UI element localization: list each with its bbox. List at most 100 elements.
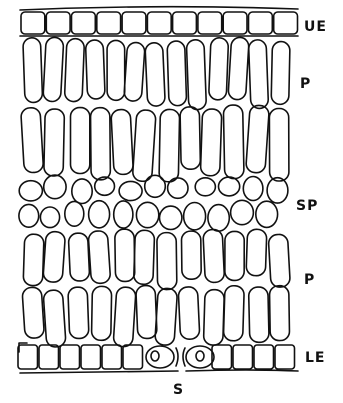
spongy-cell <box>40 207 59 228</box>
spongy-cell <box>160 206 182 229</box>
palisade-cell <box>248 40 268 109</box>
palisade-cell <box>145 42 165 106</box>
palisade-cell <box>71 108 90 174</box>
palisade-cell <box>90 108 110 180</box>
palisade-cell <box>271 41 290 104</box>
palisade-cell <box>167 41 187 106</box>
lower-epidermis-cell <box>254 345 274 369</box>
palisade-cell <box>203 289 224 345</box>
lower-epidermis-cell <box>275 345 295 369</box>
palisade-cell <box>155 288 178 346</box>
spongy-cell <box>65 201 84 226</box>
spongy-cell <box>168 178 188 198</box>
spongy-cell <box>136 202 158 227</box>
upper-epidermis-cell <box>223 12 247 34</box>
spongy-cell <box>231 200 254 224</box>
palisade-cell <box>269 108 289 181</box>
palisade-cell <box>225 231 244 280</box>
spongy-cell <box>89 201 110 228</box>
upper-epidermis-cell <box>46 12 70 34</box>
spongy-cell <box>114 201 133 228</box>
palisade-cell <box>223 105 244 179</box>
spongy-cell <box>208 205 229 232</box>
upper-epidermis-cell <box>249 12 273 34</box>
palisade-cell <box>181 231 201 279</box>
palisade-cell <box>21 107 44 173</box>
lower-epidermis-cell <box>212 345 232 369</box>
stoma-pore-edge <box>183 348 185 366</box>
palisade-cell <box>23 234 44 286</box>
palisade-cell <box>209 38 229 101</box>
palisade-cell <box>43 231 66 283</box>
upper-epidermis-cell <box>147 12 171 34</box>
label-palisade-lower: P <box>304 273 315 287</box>
palisade-cell <box>22 287 45 339</box>
upper-epidermis-cell <box>72 12 96 34</box>
label-stoma: S <box>173 383 184 397</box>
palisade-cell <box>178 287 200 340</box>
palisade-cell <box>134 230 155 285</box>
palisade-cell <box>249 287 270 343</box>
label-lower-epidermis: LE <box>305 351 325 365</box>
guard-cell-left <box>146 346 174 368</box>
palisade-cell <box>132 110 156 182</box>
palisade-cell <box>68 233 90 282</box>
palisade-cell <box>68 287 89 339</box>
palisade-cell <box>64 38 84 102</box>
palisade-cell <box>136 285 157 339</box>
lower-epidermis-cell <box>102 345 122 369</box>
palisade-cell <box>157 232 177 289</box>
palisade-cell <box>223 285 244 341</box>
spongy-cell <box>256 201 278 227</box>
palisade-cell <box>88 230 111 283</box>
palisade-cell <box>23 37 43 102</box>
spongy-cell <box>44 175 66 199</box>
palisade-cell <box>91 286 111 340</box>
spongy-cell <box>243 177 263 201</box>
label-upper-epidermis: UE <box>304 20 327 34</box>
lower-cuticle-line-right <box>186 370 298 371</box>
upper-epidermis-cell <box>198 12 222 34</box>
guard-cell-right-nucleus <box>196 351 204 361</box>
guard-cell-left-nucleus <box>151 351 159 361</box>
palisade-cell <box>203 229 225 283</box>
palisade-cell <box>113 287 136 347</box>
upper-epidermis-cell <box>21 12 45 34</box>
palisade-cell <box>159 109 180 182</box>
palisade-cell <box>43 290 66 348</box>
palisade-cell <box>268 234 290 288</box>
lower-cuticle-line-left <box>20 371 178 373</box>
label-palisade-upper: P <box>300 77 311 91</box>
lower-epidermis-cell <box>60 345 80 369</box>
spongy-cell <box>184 203 206 230</box>
palisade-cell <box>246 229 267 276</box>
upper-epidermis-cell <box>97 12 121 34</box>
upper-cuticle-line <box>20 7 298 10</box>
lower-epidermis-cell <box>123 345 143 369</box>
spongy-cell <box>219 177 240 196</box>
palisade-cell <box>246 105 270 173</box>
palisade-cell <box>85 40 105 100</box>
spongy-cell <box>195 178 215 196</box>
palisade-cell <box>107 40 125 100</box>
spongy-cell <box>72 179 92 204</box>
lower-epidermis-cell <box>18 345 38 369</box>
palisade-cell <box>124 42 145 102</box>
upper-epidermis-cell <box>173 12 197 34</box>
spongy-cell <box>19 204 39 227</box>
palisade-cell <box>269 286 289 341</box>
palisade-cell <box>228 37 249 100</box>
spongy-cell <box>119 181 142 200</box>
palisade-cell <box>186 39 206 109</box>
palisade-cell <box>43 37 64 102</box>
palisade-cell <box>200 109 222 176</box>
upper-epidermis-cell <box>274 12 298 34</box>
guard-cell-right <box>186 346 214 368</box>
lower-epidermis-cell <box>39 345 59 369</box>
palisade-cell <box>115 229 135 281</box>
lower-epidermis-cell <box>81 345 101 369</box>
lower-epidermis-cell <box>233 345 253 369</box>
stoma-pore-edge <box>176 348 178 366</box>
upper-epidermis-cell <box>122 12 146 34</box>
